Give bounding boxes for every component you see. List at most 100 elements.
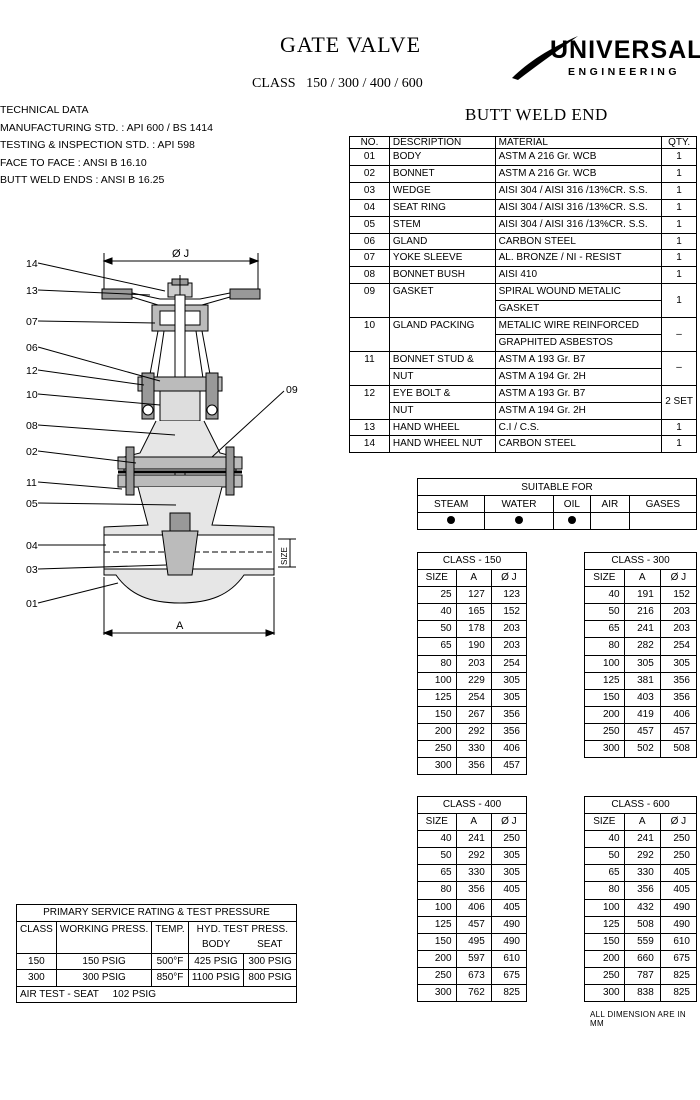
- size-cell: 300: [417, 984, 457, 1003]
- part-no: 11: [349, 350, 390, 386]
- oj-cell: 305: [490, 671, 528, 690]
- a-cell: 457: [623, 722, 661, 742]
- callout-09: 09: [286, 384, 298, 396]
- a-cell: 419: [623, 705, 661, 724]
- part-description: NUT: [388, 401, 496, 420]
- a-cell: 241: [455, 830, 492, 849]
- a-cell: 330: [455, 864, 492, 883]
- class-title: CLASS - 300: [584, 551, 697, 571]
- suitable-header-water: WATER: [484, 495, 554, 513]
- oj-cell: 490: [659, 915, 698, 934]
- pressure-working: 150 PSIG: [55, 952, 153, 970]
- a-cell: 203: [455, 654, 492, 673]
- part-no: 12: [349, 384, 390, 420]
- parts-header-row: NO. DESCRIPTION MATERIAL QTY.: [349, 136, 697, 149]
- part-description: HAND WHEEL NUT: [388, 435, 496, 454]
- size-cell: 50: [417, 620, 457, 639]
- dim-a-label: A: [176, 620, 184, 632]
- part-qty: 1: [661, 249, 697, 268]
- size-cell: 300: [584, 984, 625, 1003]
- part-material: ASTM A 216 Gr. WCB: [494, 164, 663, 183]
- oj-cell: 203: [490, 637, 528, 656]
- callout-08: 08: [26, 420, 38, 432]
- size-cell: 100: [584, 898, 625, 917]
- page-title: GATE VALVE: [280, 32, 422, 57]
- part-qty: 1: [661, 198, 697, 217]
- class-title: CLASS - 400: [417, 795, 527, 815]
- part-material: C.I / C.S.: [494, 418, 663, 437]
- part-qty: –: [661, 317, 697, 352]
- callout-05: 05: [26, 498, 38, 510]
- oj-cell: 675: [490, 966, 528, 986]
- oj-cell: 825: [659, 984, 698, 1003]
- size-cell: 200: [417, 949, 457, 968]
- part-qty: –: [661, 350, 697, 386]
- size-cell: 80: [584, 637, 625, 656]
- suitable-mark: [590, 512, 630, 530]
- a-cell: 178: [455, 620, 492, 639]
- filled-dot-icon: [447, 515, 456, 524]
- size-cell: 150: [417, 705, 457, 724]
- a-cell: 282: [623, 637, 661, 656]
- size-cell: 80: [584, 881, 625, 900]
- oj-cell: 356: [490, 722, 528, 742]
- a-cell: 191: [623, 586, 661, 605]
- part-description: BONNET BUSH: [388, 266, 496, 285]
- pressure-table: PRIMARY SERVICE RATING & TEST PRESSURE C…: [16, 904, 298, 1003]
- suitable-mark: [416, 512, 486, 530]
- part-qty: 1: [661, 164, 697, 183]
- part-material: AISI 304 / AISI 316 /13%CR. S.S.: [494, 215, 663, 234]
- dim-oj-label: Ø J: [172, 248, 189, 260]
- oj-cell: 610: [490, 949, 528, 968]
- column-header: A: [455, 569, 492, 588]
- pressure-temp: 500°F: [151, 952, 189, 970]
- column-header: SIZE: [417, 813, 457, 832]
- oj-cell: 203: [490, 620, 528, 639]
- callout-13: 13: [26, 285, 38, 297]
- part-material: AISI 410: [494, 266, 663, 285]
- part-material: CARBON STEEL: [494, 232, 663, 251]
- pressure-header-seat: SEAT: [243, 937, 297, 954]
- tech-line: BUTT WELD ENDS : ANSI B 16.25: [0, 174, 165, 186]
- oj-cell: 305: [659, 654, 698, 673]
- class-title: CLASS - 600: [584, 795, 697, 815]
- oj-cell: 490: [659, 898, 698, 917]
- suitable-header-air: AIR: [590, 495, 630, 513]
- oj-cell: 490: [490, 932, 528, 951]
- a-cell: 502: [623, 740, 661, 759]
- callout-07: 07: [26, 316, 38, 328]
- pressure-row: 150 150 PSIG 500°F 425 PSIG 300 PSIG: [16, 952, 297, 970]
- size-cell: 125: [584, 671, 625, 690]
- part-qty: 1: [661, 266, 697, 285]
- a-cell: 190: [455, 637, 492, 656]
- part-description: BODY: [388, 148, 496, 166]
- oj-cell: 250: [659, 830, 698, 849]
- part-no: 08: [349, 266, 390, 285]
- part-material: ASTM A 193 Gr. B7: [494, 350, 663, 369]
- class-title: CLASS - 150: [417, 551, 527, 571]
- oj-cell: 508: [659, 740, 698, 759]
- suitable-header-gases: GASES: [628, 495, 698, 513]
- oj-cell: 152: [490, 603, 528, 622]
- column-header: A: [623, 813, 661, 832]
- oj-cell: 123: [490, 586, 528, 605]
- a-cell: 673: [455, 966, 492, 986]
- callout-03: 03: [26, 564, 38, 576]
- oj-cell: 406: [490, 740, 528, 759]
